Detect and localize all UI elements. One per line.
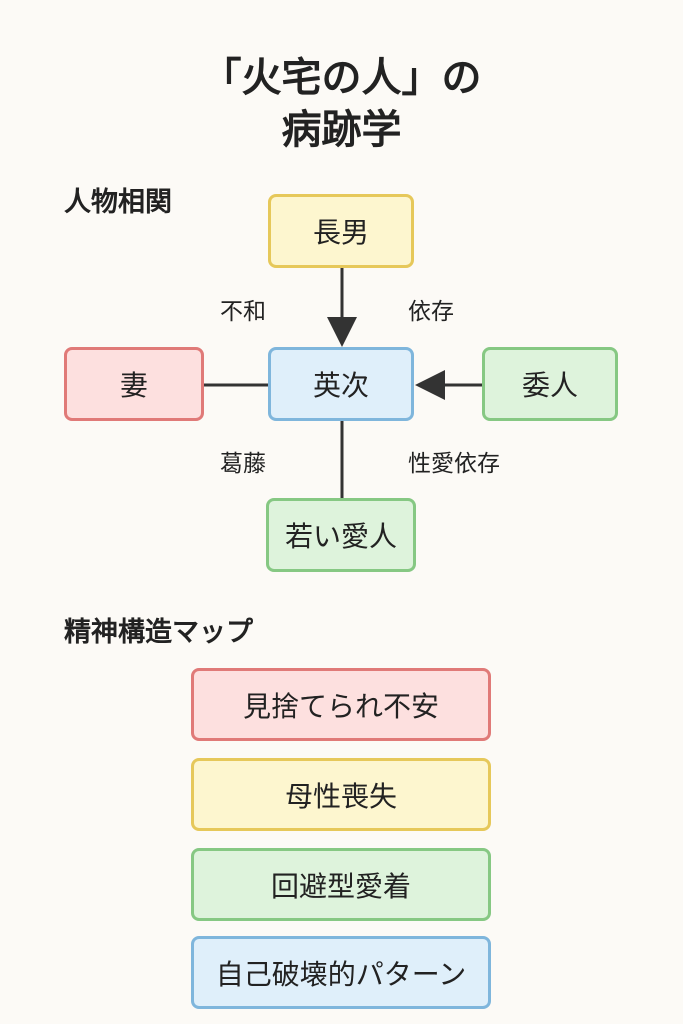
- edge-label-conflict: 葛藤: [220, 451, 266, 477]
- relationships-heading: 人物相関: [64, 187, 172, 218]
- node-eldest-son: 長男: [268, 194, 414, 268]
- node-center-eiji: 英次: [268, 347, 414, 421]
- page-title-line-1: 「火宅の人」の: [201, 55, 482, 101]
- mind-map-item-self-destructive-pattern: 自己破壊的パターン: [191, 936, 491, 1009]
- edge-label-dependence: 依存: [408, 299, 454, 325]
- mind-map-item-abandonment-anxiety: 見捨てられ不安: [191, 668, 491, 741]
- mind-map-heading: 精神構造マップ: [64, 617, 253, 648]
- mind-map-item-avoidant-attachment: 回避型愛着: [191, 848, 491, 921]
- node-right: 委人: [482, 347, 618, 421]
- page-title-line-2: 病跡学: [281, 107, 402, 153]
- edge-label-sexual-dependence: 性愛依存: [408, 451, 500, 477]
- mind-map-item-maternal-loss: 母性喪失: [191, 758, 491, 831]
- node-wife: 妻: [64, 347, 204, 421]
- edge-label-discord: 不和: [220, 299, 266, 325]
- node-young-lover: 若い愛人: [266, 498, 416, 572]
